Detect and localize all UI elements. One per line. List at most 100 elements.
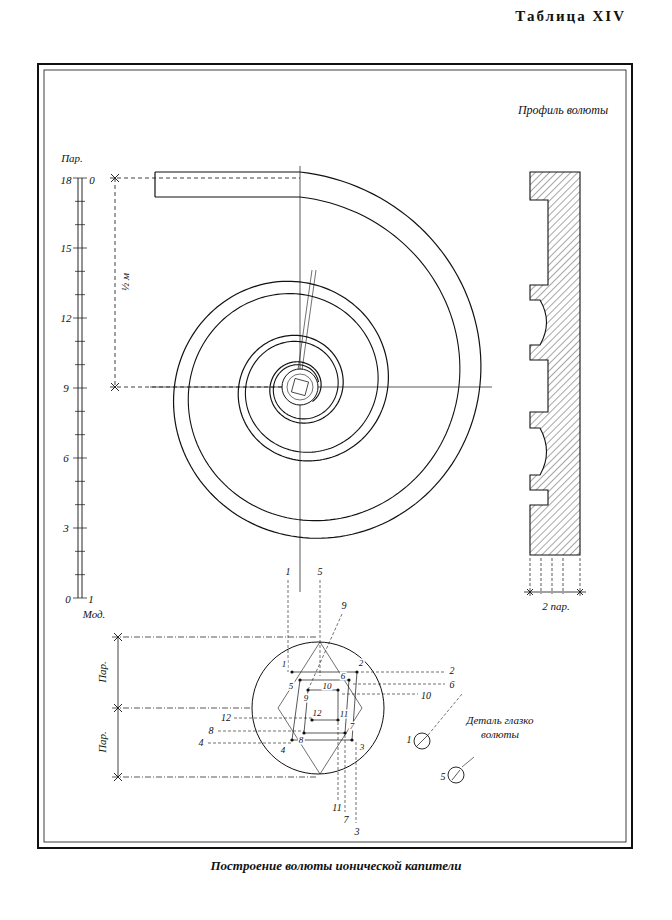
callout-number: 2 <box>449 666 456 676</box>
scale-tick <box>73 388 87 389</box>
callout-number: 5 <box>440 772 447 782</box>
dimension-mark <box>527 589 583 595</box>
scale-tick <box>73 318 87 319</box>
scale-number: 6 <box>62 453 70 464</box>
volute-eye <box>282 369 318 405</box>
scale-tick <box>75 481 85 482</box>
detail-eye <box>448 767 464 783</box>
scale-tick <box>75 364 85 365</box>
scale-tick <box>75 294 85 295</box>
frame-outer <box>38 64 632 848</box>
dimension-label: ½ м <box>120 272 131 292</box>
scale-tick <box>75 224 85 225</box>
scale-unit: Пар. <box>60 153 84 164</box>
callout-number: 3 <box>354 827 361 837</box>
scale-tick <box>73 248 87 249</box>
centre-point <box>310 718 313 721</box>
centre-point <box>336 688 339 691</box>
centre-point <box>306 688 309 691</box>
callout-number: 8 <box>298 736 305 745</box>
callout-number: 12 <box>220 713 232 723</box>
dimension-extension <box>530 558 580 596</box>
scale-tick <box>73 528 87 529</box>
plate-caption: Построение волюты ионической капители <box>210 858 461 874</box>
centre-point <box>336 718 339 721</box>
centre-point <box>290 670 293 673</box>
callout-number: 5 <box>288 682 295 691</box>
spiral-end <box>154 172 155 197</box>
detail-line <box>416 735 428 747</box>
callout-number: 11 <box>331 803 342 813</box>
centre-path <box>292 672 357 740</box>
callout-number: 7 <box>349 722 356 731</box>
scale-number: 3 <box>62 523 70 534</box>
dimension-line <box>118 637 119 777</box>
callout-number: 2 <box>358 659 365 668</box>
callout-number: 5 <box>317 567 324 577</box>
dimension-mark <box>114 633 122 781</box>
scale-number: 0 <box>88 175 96 186</box>
callout-number: 1 <box>281 660 288 669</box>
callout-number: 4 <box>280 746 287 755</box>
centre-point <box>302 731 305 734</box>
scale-number: 0 <box>64 594 72 605</box>
centre-point <box>347 678 350 681</box>
callout-number: 10 <box>322 682 333 691</box>
spiral-inner <box>155 197 460 521</box>
detail-title: Деталь глазко волюты <box>457 714 543 742</box>
scale-tick <box>75 504 85 505</box>
scale-number: 9 <box>62 383 70 394</box>
scale-number: 1 <box>87 594 95 605</box>
scale-ticks <box>73 178 87 598</box>
callout-number: 9 <box>341 601 348 611</box>
eye-circle <box>252 642 384 774</box>
detail-line <box>452 770 460 780</box>
plate-number: Таблица XIV <box>515 8 626 25</box>
centre-point <box>343 731 346 734</box>
centre-point <box>355 670 358 673</box>
dimension-label: 2 пар. <box>541 601 571 612</box>
dimension-extension <box>112 777 318 778</box>
callout-number: 8 <box>208 726 215 736</box>
volute-profile <box>530 172 580 555</box>
callout-number: 7 <box>343 815 350 825</box>
scale-unit: Мод. <box>82 609 107 620</box>
volute-spiral <box>155 172 481 538</box>
dimension-mark <box>111 174 119 391</box>
construction-line <box>298 270 312 370</box>
callout-number: 1 <box>406 735 413 745</box>
centre-point <box>290 738 293 741</box>
scale-tick <box>73 598 87 599</box>
leader-line <box>208 580 445 823</box>
profile-title: Профиль волюты <box>517 104 609 116</box>
scale-number: 12 <box>60 313 73 324</box>
dimension-label: Пар. <box>97 730 108 754</box>
scale-tick <box>75 574 85 575</box>
scale-tick <box>75 201 85 202</box>
callout-number: 1 <box>285 567 292 577</box>
scale-tick <box>75 551 85 552</box>
scale-tick <box>75 271 85 272</box>
volute-eye <box>287 374 313 400</box>
callout-number: 10 <box>420 691 432 701</box>
dimension-line <box>115 178 116 387</box>
scale-number: 18 <box>60 175 73 186</box>
dimension-extension <box>112 637 318 638</box>
frame-inner <box>44 70 626 842</box>
callout-number: 6 <box>340 672 347 681</box>
detail-eye <box>414 733 430 749</box>
callout-number: 3 <box>359 743 366 752</box>
eye-square <box>291 378 308 395</box>
dimension-label: Пар. <box>97 660 108 684</box>
scale-tick <box>75 411 85 412</box>
spiral-outer <box>155 172 481 538</box>
scale-tick <box>73 458 87 459</box>
centre-points <box>290 670 358 741</box>
scale-number: 15 <box>60 243 73 254</box>
centre-point <box>298 678 301 681</box>
callout-number: 11 <box>339 710 349 719</box>
scale-tick <box>75 341 85 342</box>
